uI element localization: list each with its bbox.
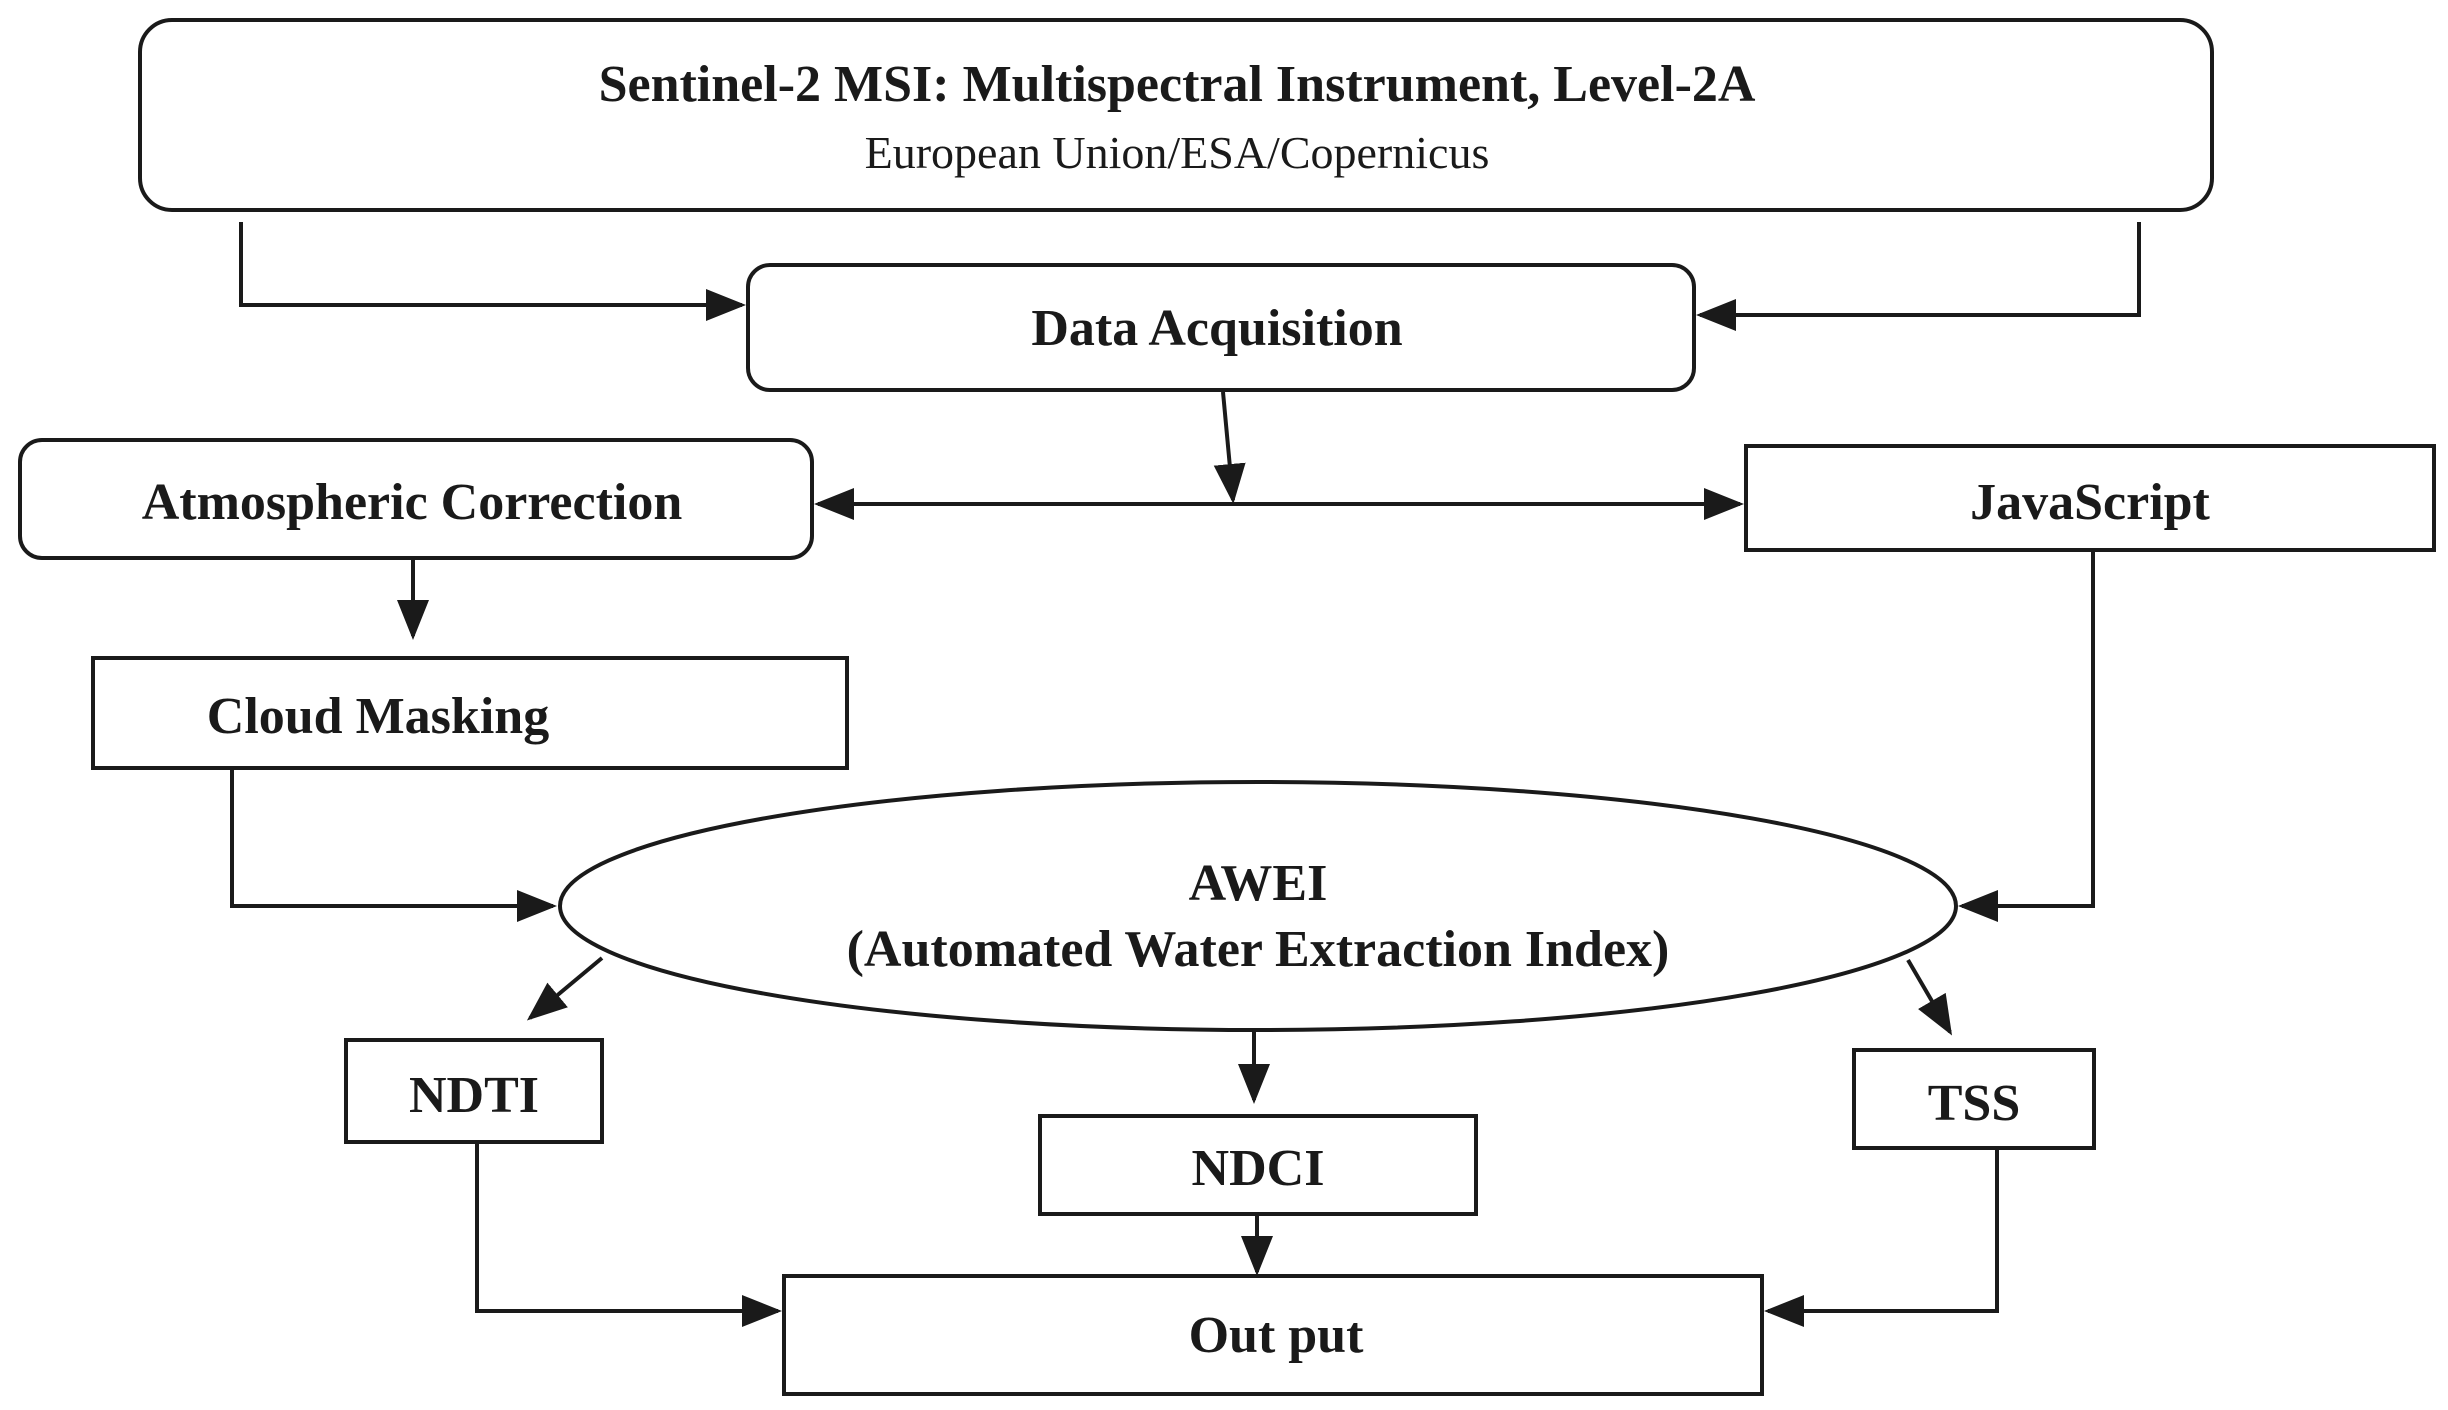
sentinel-box xyxy=(138,18,2214,212)
awei-ellipse xyxy=(558,780,1958,1032)
edge-data-acquisition-to-junction xyxy=(1213,391,1246,504)
node-ndti: NDTI xyxy=(344,1038,604,1144)
output-label: Out put xyxy=(1189,1307,1365,1364)
node-atmospheric-correction: Atmospheric Correction xyxy=(18,438,814,560)
data-acquisition-label: Data Acquisition xyxy=(1031,300,1402,357)
ndti-box xyxy=(344,1038,604,1144)
javascript-label: JavaScript xyxy=(1970,474,2210,531)
edge-awei-to-tss xyxy=(1906,958,1953,1036)
edges xyxy=(230,222,2141,1327)
node-sentinel: Sentinel-2 MSI: Multispectral Instrument… xyxy=(138,18,2214,212)
edge-sentinel-to-data-acquisition-left xyxy=(239,222,746,321)
ndti-label: NDTI xyxy=(409,1067,539,1124)
edge-tss-to-output xyxy=(1764,1150,1999,1327)
atmospheric-correction-box xyxy=(18,438,814,560)
node-ndci: NDCI xyxy=(1038,1114,1478,1216)
javascript-box xyxy=(1744,444,2436,552)
edge-ndti-to-output xyxy=(475,1142,782,1327)
data-acquisition-box xyxy=(746,263,1696,392)
node-data-acquisition: Data Acquisition xyxy=(746,263,1696,392)
node-awei: AWEI (Automated Water Extraction Index) xyxy=(558,780,1958,1032)
sentinel-title: Sentinel-2 MSI: Multispectral Instrument… xyxy=(599,56,1756,113)
node-cloud-masking: Cloud Masking xyxy=(91,656,849,770)
node-javascript: JavaScript xyxy=(1744,444,2436,552)
cloud-masking-box xyxy=(91,656,849,770)
tss-label: TSS xyxy=(1928,1075,2021,1132)
cloud-masking-label: Cloud Masking xyxy=(207,688,549,745)
node-tss: TSS xyxy=(1852,1048,2096,1150)
ndci-label: NDCI xyxy=(1192,1140,1325,1197)
node-output: Out put xyxy=(782,1274,1764,1396)
awei-sublabel: (Automated Water Extraction Index) xyxy=(847,921,1670,978)
tss-box xyxy=(1852,1048,2096,1150)
awei-label: AWEI xyxy=(1189,855,1328,912)
sentinel-subtitle: European Union/ESA/Copernicus xyxy=(865,127,1490,178)
edge-awei-to-ndti xyxy=(526,956,604,1021)
ndci-box xyxy=(1038,1114,1478,1216)
output-box xyxy=(782,1274,1764,1396)
edge-sentinel-to-data-acquisition-right xyxy=(1696,222,2141,331)
atmospheric-correction-label: Atmospheric Correction xyxy=(142,474,683,531)
edge-cloud-masking-to-awei xyxy=(230,768,557,922)
edge-javascript-to-awei xyxy=(1958,552,2095,922)
